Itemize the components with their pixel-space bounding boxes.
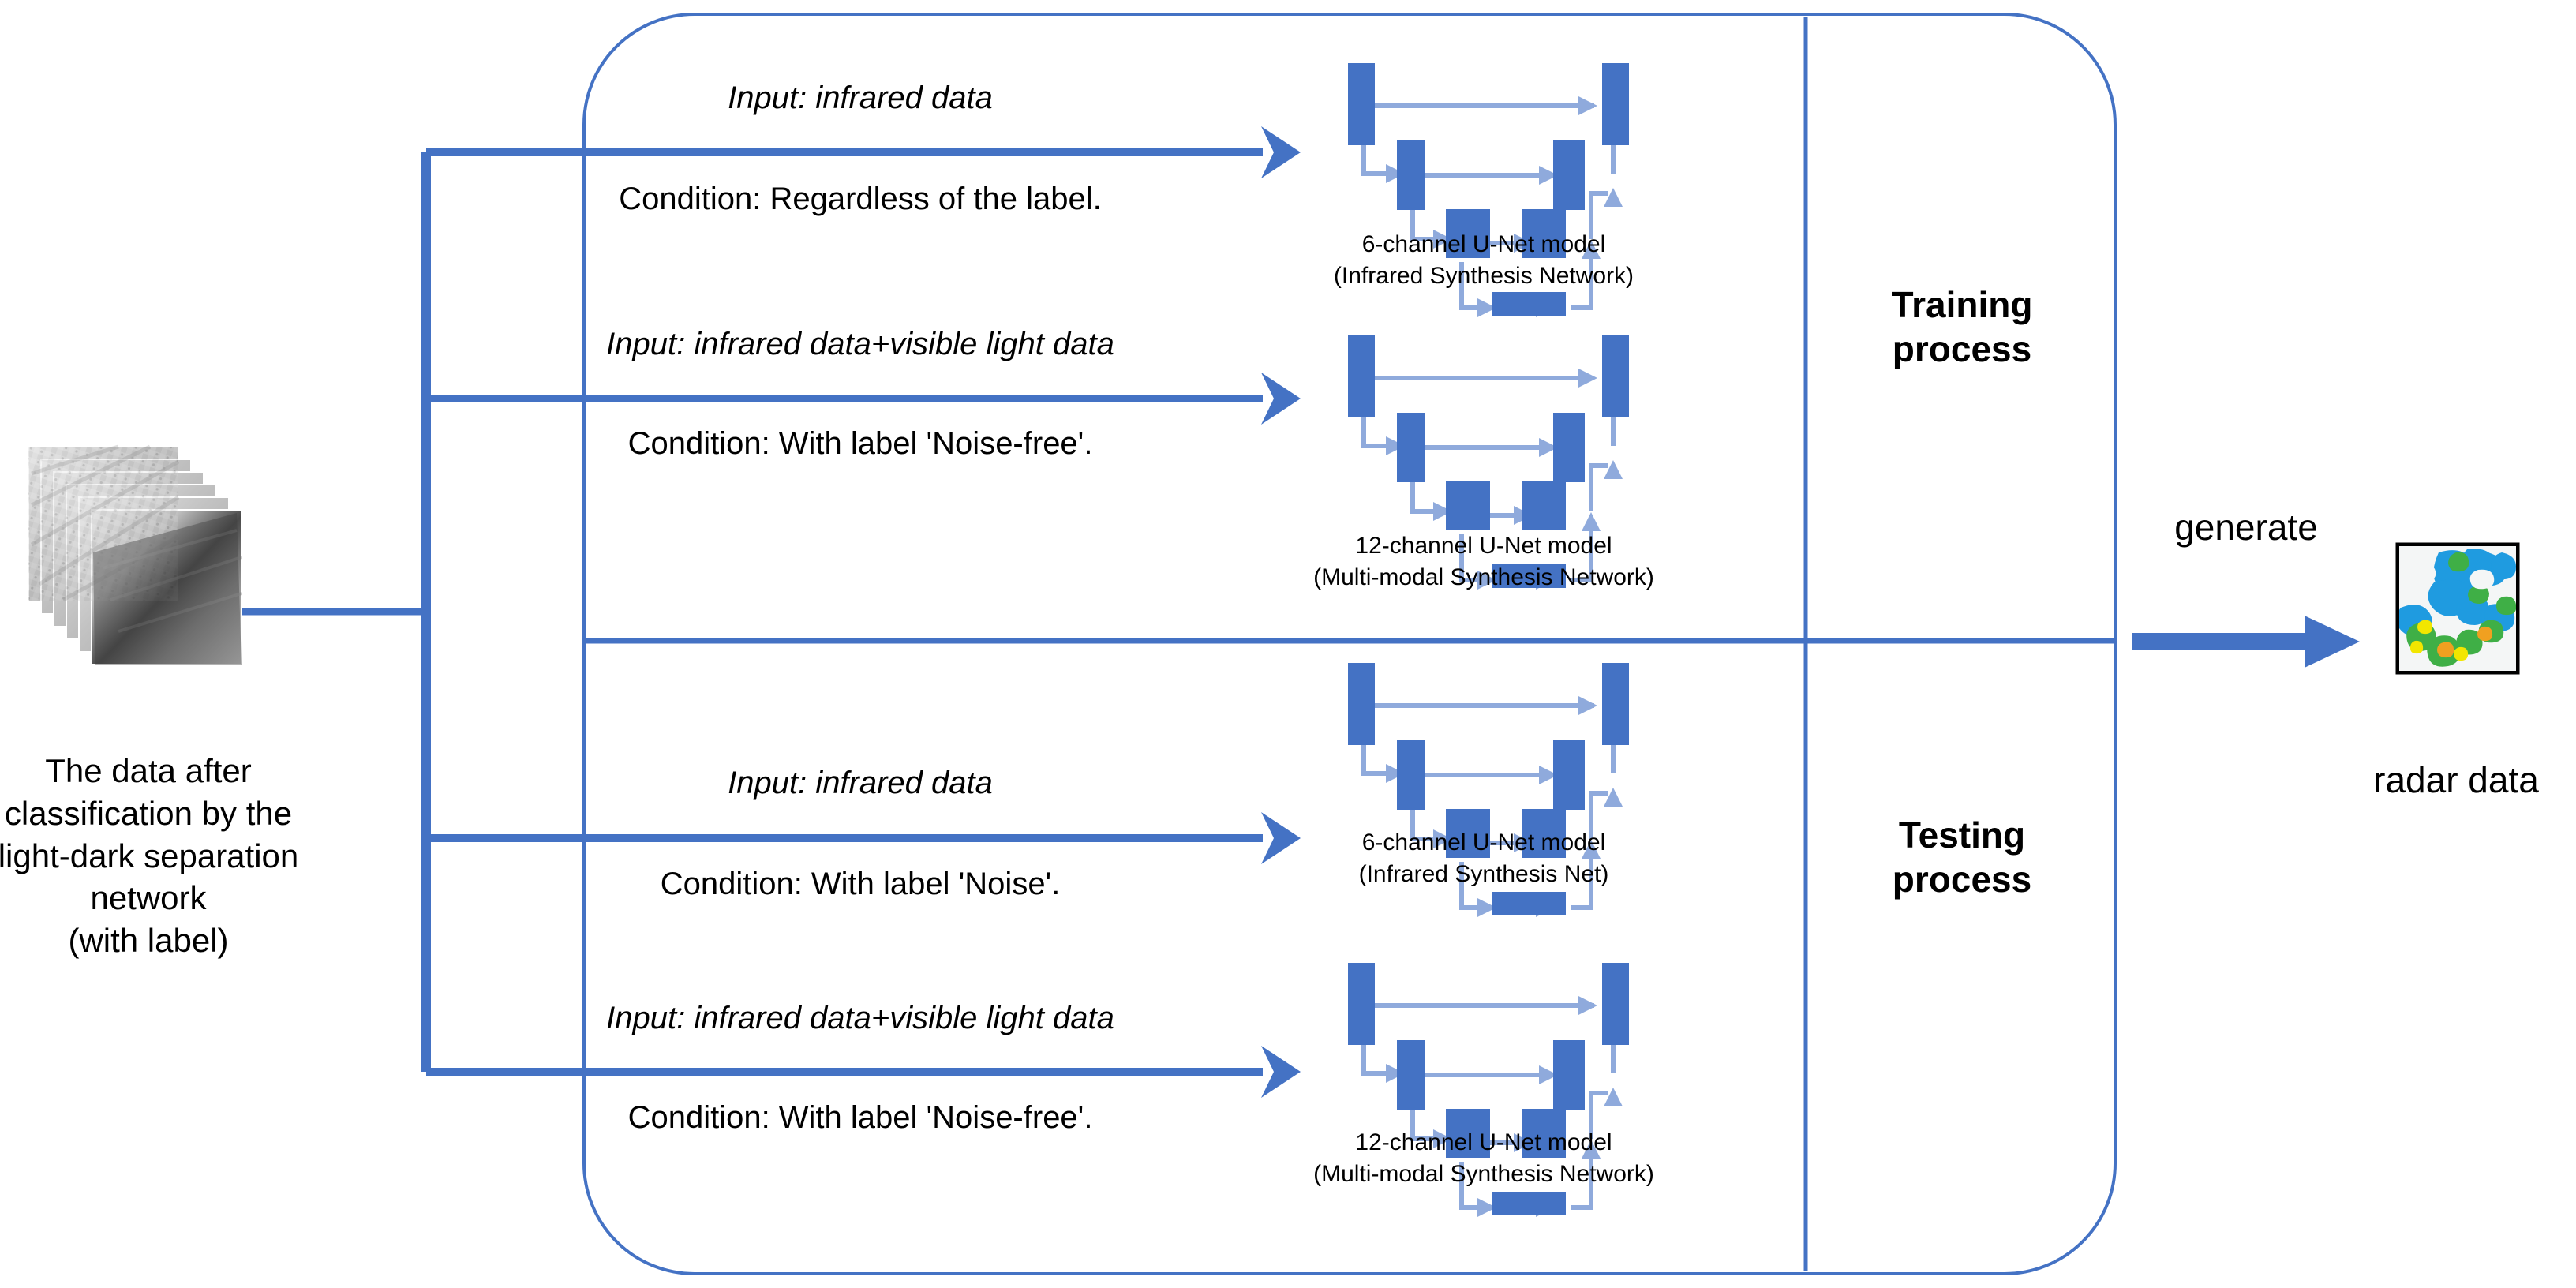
branch-arrow-4: [426, 1046, 1301, 1098]
process-container: [582, 13, 2117, 1275]
branch-1-input-label: Input: infrared data: [728, 80, 993, 115]
source-caption: The data after classification by the lig…: [0, 752, 299, 959]
branch-2-input-label: Input: infrared data+visible light data: [606, 327, 1114, 361]
image-stack-icon: [28, 444, 242, 665]
testing-process-label: Testing process: [1892, 814, 2032, 900]
branch-1-model-title: 6-channel U-Net model: [1361, 231, 1606, 257]
branch-4-model-title: 12-channel U-Net model: [1355, 1129, 1612, 1155]
unet-model-icon-4: [1348, 963, 1629, 1217]
training-process-label: Training process: [1891, 284, 2033, 370]
branch-1-model-subtitle: (Infrared Synthesis Network): [1333, 263, 1634, 289]
branch-2-model-subtitle: (Multi-modal Synthesis Network): [1313, 564, 1654, 590]
branch-arrow-3: [426, 812, 1301, 864]
branch-3-model-title: 6-channel U-Net model: [1361, 829, 1606, 856]
branch-1-condition-label: Condition: Regardless of the label.: [619, 182, 1102, 216]
branch-bracket: [421, 126, 1301, 1098]
branch-4-condition-label: Condition: With label 'Noise-free'.: [627, 1100, 1093, 1135]
unet-model-icon-1: [1348, 63, 1629, 317]
branch-arrow-2: [426, 373, 1301, 425]
branch-arrow-1: [426, 126, 1301, 178]
branch-2-condition-label: Condition: With label 'Noise-free'.: [627, 426, 1093, 461]
branch-4-model-subtitle: (Multi-modal Synthesis Network): [1313, 1161, 1654, 1187]
branch-3-condition-label: Condition: With label 'Noise'.: [660, 867, 1061, 901]
branch-3-input-label: Input: infrared data: [728, 766, 993, 800]
branch-4-input-label: Input: infrared data+visible light data: [606, 1001, 1114, 1035]
branch-2-model-title: 12-channel U-Net model: [1355, 533, 1612, 559]
generate-arrow-icon: [2132, 616, 2360, 668]
unet-model-icon-2: [1348, 335, 1629, 590]
branch-3-model-subtitle: (Infrared Synthesis Net): [1358, 861, 1609, 887]
generate-label: generate: [2174, 507, 2318, 548]
radar-data-caption: radar data: [2373, 759, 2539, 800]
radar-image-icon: [2395, 542, 2520, 675]
unet-model-icon-3: [1348, 663, 1629, 917]
